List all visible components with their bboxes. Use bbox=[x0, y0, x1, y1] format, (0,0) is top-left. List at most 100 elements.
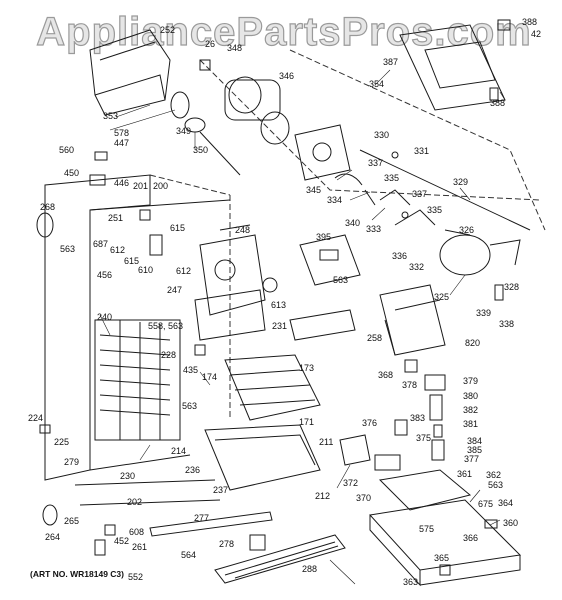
callout-366: 366 bbox=[463, 533, 479, 543]
callout-354: 354 bbox=[369, 79, 385, 89]
callout-338: 338 bbox=[499, 319, 515, 329]
ice-bucket bbox=[90, 30, 170, 115]
callout-247: 247 bbox=[167, 285, 183, 295]
callout-563-d: 563 bbox=[488, 480, 504, 490]
callout-447: 447 bbox=[114, 138, 130, 148]
callout-224: 224 bbox=[28, 413, 44, 423]
callout-201: 201 bbox=[133, 181, 149, 191]
callout-375: 375 bbox=[416, 433, 432, 443]
callout-334: 334 bbox=[327, 195, 343, 205]
callout-456: 456 bbox=[97, 270, 113, 280]
callout-382: 382 bbox=[463, 405, 479, 415]
callout-251: 251 bbox=[108, 213, 124, 223]
callout-552: 552 bbox=[128, 572, 144, 582]
callout-362: 362 bbox=[486, 470, 502, 480]
fresh-food-liner bbox=[45, 175, 230, 505]
crisper-pan bbox=[205, 425, 320, 490]
callout-435: 435 bbox=[183, 365, 199, 375]
callout-563-c: 563 bbox=[182, 401, 198, 411]
callout-378: 378 bbox=[402, 380, 418, 390]
watermark-logo: AppliancePartsPros.com bbox=[36, 9, 532, 54]
callout-335-a: 335 bbox=[384, 173, 400, 183]
callout-363: 363 bbox=[403, 577, 419, 587]
callout-675: 675 bbox=[478, 499, 494, 509]
callout-687: 687 bbox=[93, 239, 109, 249]
callout-368: 368 bbox=[378, 370, 394, 380]
callout-225: 225 bbox=[54, 437, 70, 447]
callout-236: 236 bbox=[185, 465, 201, 475]
crisper-shelf bbox=[225, 355, 320, 420]
callout-252: 252 bbox=[160, 25, 176, 35]
callout-288: 288 bbox=[302, 564, 318, 574]
callout-278: 278 bbox=[219, 539, 235, 549]
air-duct bbox=[195, 225, 265, 340]
dispenser-door bbox=[400, 20, 510, 110]
callout-612-a: 612 bbox=[110, 245, 126, 255]
callout-361: 361 bbox=[457, 469, 473, 479]
callout-237: 237 bbox=[213, 485, 229, 495]
callout-325: 325 bbox=[434, 292, 450, 302]
callout-612-b: 612 bbox=[176, 266, 192, 276]
callout-446: 446 bbox=[114, 178, 130, 188]
callout-42: 42 bbox=[531, 29, 542, 39]
callout-258: 258 bbox=[367, 333, 383, 343]
callout-610: 610 bbox=[138, 265, 154, 275]
callout-820: 820 bbox=[465, 338, 481, 348]
callout-395: 395 bbox=[316, 232, 332, 242]
bracket-345 bbox=[295, 125, 350, 180]
callout-450: 450 bbox=[64, 168, 80, 178]
callout-348: 348 bbox=[227, 43, 243, 53]
callout-388-top: 388 bbox=[522, 17, 538, 27]
callout-346: 346 bbox=[279, 71, 295, 81]
base-grille bbox=[215, 535, 345, 583]
callout-365: 365 bbox=[434, 553, 450, 563]
callout-615-b: 615 bbox=[124, 256, 140, 266]
callout-240: 240 bbox=[97, 312, 113, 322]
callout-381: 381 bbox=[463, 419, 479, 429]
cover-258 bbox=[290, 310, 355, 340]
small-parts bbox=[37, 152, 503, 575]
rail-277 bbox=[150, 512, 272, 536]
callout-563-b: 563 bbox=[333, 275, 349, 285]
callout-330: 330 bbox=[374, 130, 390, 140]
callout-376: 376 bbox=[362, 418, 378, 428]
evaporator-coil bbox=[95, 320, 180, 440]
callout-452: 452 bbox=[114, 536, 130, 546]
switch-assembly bbox=[395, 375, 445, 460]
callout-345: 345 bbox=[306, 185, 322, 195]
callout-268: 268 bbox=[40, 202, 56, 212]
callout-615-a: 615 bbox=[170, 223, 186, 233]
art-number: (ART NO. WR18149 C3) bbox=[30, 569, 124, 579]
callout-328: 328 bbox=[504, 282, 520, 292]
callout-173: 173 bbox=[299, 363, 315, 373]
callout-230: 230 bbox=[120, 471, 136, 481]
callout-387: 387 bbox=[383, 57, 399, 67]
callout-383: 383 bbox=[410, 413, 426, 423]
callout-340: 340 bbox=[345, 218, 361, 228]
callout-339: 339 bbox=[476, 308, 492, 318]
callout-360: 360 bbox=[503, 518, 519, 528]
callout-349: 349 bbox=[176, 126, 192, 136]
callout-277: 277 bbox=[194, 513, 210, 523]
water-valve bbox=[340, 435, 470, 510]
callout-575: 575 bbox=[419, 524, 435, 534]
callout-211: 211 bbox=[319, 437, 334, 447]
auger-motor bbox=[171, 60, 289, 175]
callout-558-563: 558, 563 bbox=[148, 321, 184, 331]
callout-385: 385 bbox=[467, 445, 483, 455]
callout-214: 214 bbox=[171, 446, 187, 456]
callout-364: 364 bbox=[498, 498, 514, 508]
callout-228: 228 bbox=[161, 350, 177, 360]
callout-337-b: 337 bbox=[412, 189, 428, 199]
cabinet-outline bbox=[150, 50, 545, 420]
callout-329: 329 bbox=[453, 177, 469, 187]
callout-380: 380 bbox=[463, 391, 479, 401]
callout-563-a: 563 bbox=[60, 244, 76, 254]
bottom-plate bbox=[370, 500, 520, 585]
callout-372: 372 bbox=[343, 478, 359, 488]
callout-264: 264 bbox=[45, 532, 61, 542]
callout-370: 370 bbox=[356, 493, 372, 503]
callout-578: 578 bbox=[114, 128, 130, 138]
